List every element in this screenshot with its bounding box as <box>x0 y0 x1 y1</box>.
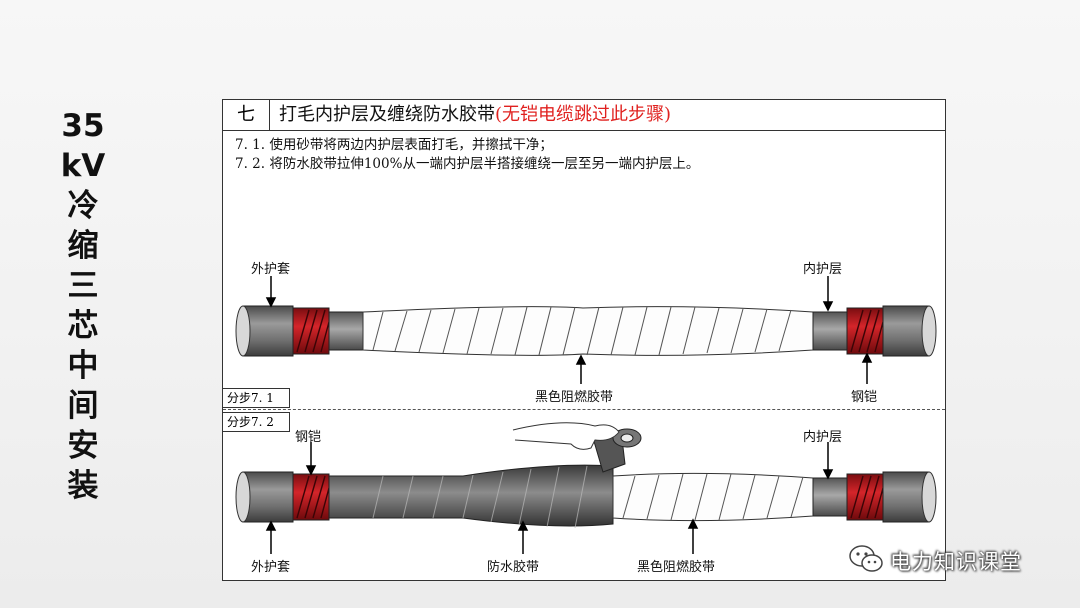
watermark-text: 电力知识课堂 <box>890 550 1022 574</box>
title-char: 芯 <box>67 308 99 344</box>
title-char: 装 <box>67 468 99 504</box>
title-char: 三 <box>67 268 99 304</box>
label-black-tape-2: 黑色阻燃胶带 <box>637 560 716 575</box>
label-steel-armor-2: 钢铠 <box>295 430 322 445</box>
label-outer-sheath-2: 外护套 <box>251 560 291 575</box>
section-number: 七 <box>223 100 270 130</box>
title-char: 35 <box>61 108 105 144</box>
title-char: 安 <box>67 428 99 464</box>
figure-divider <box>223 409 945 410</box>
section-header: 七 打毛内护层及缠绕防水胶带(无铠电缆跳过此步骤) <box>223 100 945 131</box>
title-char: 缩 <box>67 228 99 264</box>
step-7-1: 7. 1. 使用砂带将两边内护层表面打毛，并擦拭干净； <box>235 137 553 153</box>
substep-7-2: 分步7. 2 <box>223 412 290 432</box>
step-list: 7. 1. 使用砂带将两边内护层表面打毛，并擦拭干净； 7. 2. 将防水胶带拉… <box>235 136 699 174</box>
section-title-text: 打毛内护层及缠绕防水胶带 <box>279 104 495 125</box>
title-char: 冷 <box>67 188 99 224</box>
instruction-document: 七 打毛内护层及缠绕防水胶带(无铠电缆跳过此步骤) 7. 1. 使用砂带将两边内… <box>222 99 946 581</box>
title-char: kV <box>60 148 106 184</box>
label-waterproof-tape-2: 防水胶带 <box>487 560 540 575</box>
label-inner-sheath-2: 内护层 <box>803 430 843 445</box>
step-7-2: 7. 2. 将防水胶带拉伸100%从一端内护层半搭接缠绕一层至另一端内护层上。 <box>235 156 700 172</box>
watermark: 电力知识课堂 <box>848 544 1022 578</box>
figure-2-cable <box>235 422 937 554</box>
cable-diagrams <box>235 276 937 554</box>
label-black-tape-1: 黑色阻燃胶带 <box>535 390 614 405</box>
wechat-icon <box>848 544 884 578</box>
vertical-title: 35 kV 冷 缩 三 芯 中 间 安 装 <box>52 106 114 506</box>
section-note: (无铠电缆跳过此步骤) <box>495 104 672 125</box>
label-outer-sheath-1: 外护套 <box>251 262 291 277</box>
label-steel-armor-1: 钢铠 <box>851 390 878 405</box>
label-inner-sheath-1: 内护层 <box>803 262 843 277</box>
section-title: 打毛内护层及缠绕防水胶带(无铠电缆跳过此步骤) <box>279 100 671 130</box>
title-char: 间 <box>67 388 99 424</box>
title-char: 中 <box>67 348 99 384</box>
substep-7-1: 分步7. 1 <box>223 388 290 408</box>
figure-1-cable <box>235 276 937 384</box>
